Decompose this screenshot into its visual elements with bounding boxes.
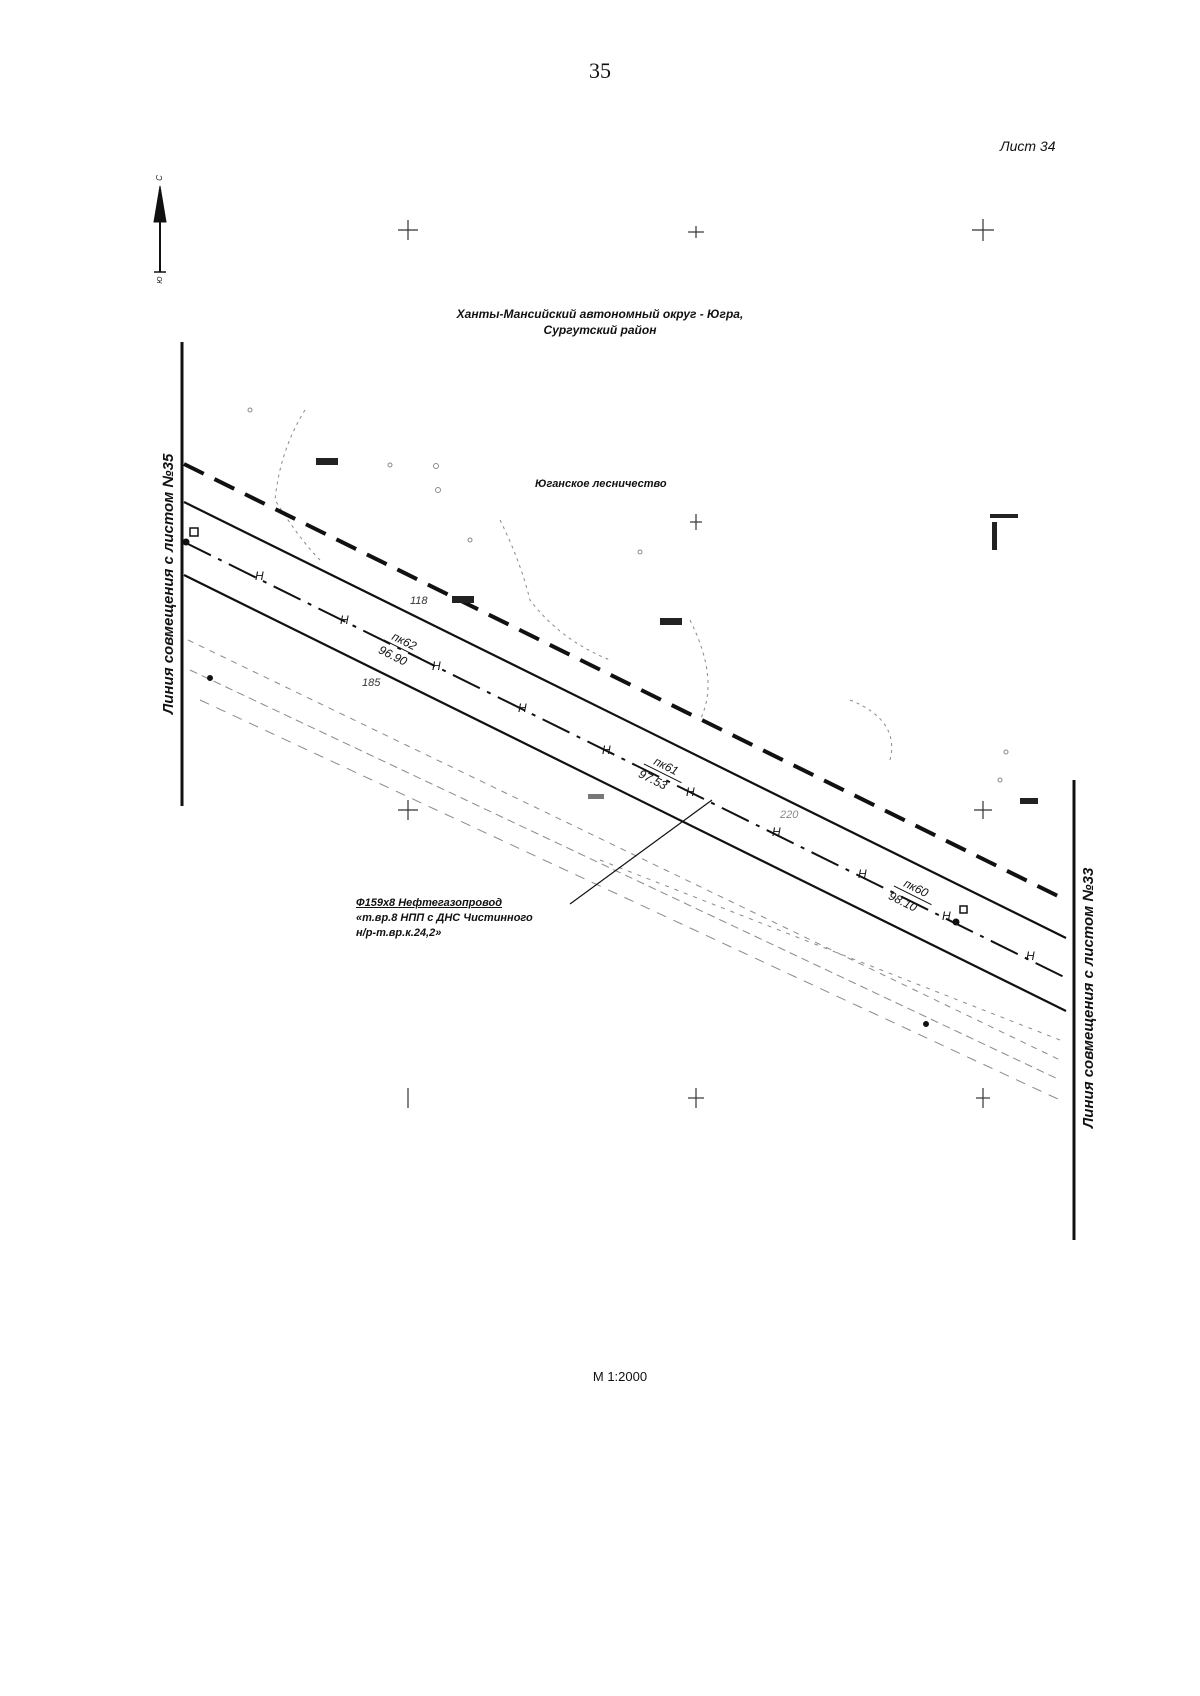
mark-118: 118: [410, 595, 428, 607]
map-symbol-icon: [316, 458, 338, 465]
region-line-1: Ханты-Мансийский автономный округ - Югра…: [456, 307, 744, 321]
axis-marker: Н: [432, 659, 441, 673]
mark-185: 185: [362, 677, 381, 689]
region-line-2: Сургутский район: [543, 323, 657, 337]
grid-crosses: [398, 219, 994, 1108]
corridor-boundary-upper: [183, 501, 1067, 939]
map-symbol-icon: [660, 618, 682, 625]
grid-cross-icon: [398, 800, 418, 820]
axis-marker: Н: [858, 867, 867, 881]
grid-cross-icon: [690, 514, 702, 530]
grid-cross-icon: [398, 220, 418, 240]
axis-marker: Н: [942, 909, 951, 923]
scale-label: М 1:2000: [592, 1369, 648, 1384]
pipeline-label: Ф159х8 Нефтегазопровод «т.вр.8 НПП с ДНС…: [356, 896, 533, 941]
forest-boundary: [499, 519, 611, 661]
forest-boundary: [274, 409, 321, 561]
axis-markers: Н Н Н Н Н Н Н Н Н Н: [255, 569, 1035, 963]
axis-marker: Н: [340, 613, 349, 627]
forestry-label: Юганское лесничество: [535, 478, 667, 490]
page-number: 35: [589, 58, 611, 83]
picket-60: пк60 98.10: [886, 876, 932, 915]
axis-marker: Н: [686, 785, 695, 799]
region-title: Ханты-Мансийский автономный округ - Югра…: [380, 306, 820, 338]
grid-cross-icon: [688, 1088, 704, 1108]
map-symbol-icon: [1020, 798, 1038, 804]
forest-boundary: [689, 619, 709, 721]
leader-line: [569, 799, 713, 905]
background-features: [187, 407, 1061, 1101]
pipeline-corridor: [183, 462, 1067, 1012]
axis-marker: Н: [518, 701, 527, 715]
grid-cross-icon: [976, 1088, 990, 1108]
grid-cross-icon: [974, 801, 992, 819]
picket-labels: пк62 96.90 пк61 97.53 пк60 98.10: [376, 629, 932, 915]
faint-line: [189, 669, 1061, 1081]
faint-line: [199, 699, 1061, 1101]
map-symbol-icon: [588, 794, 604, 799]
picket-62: пк62 96.90: [376, 629, 422, 669]
axis-marker: Н: [602, 743, 611, 757]
mark-220: 220: [779, 809, 799, 821]
survey-points: [182, 527, 968, 1027]
axis-marker: Н: [1026, 949, 1035, 963]
pipeline-axis: [183, 541, 1067, 979]
map-symbol-icon: [452, 596, 474, 603]
sheet-label: Лист 34: [1000, 138, 1056, 154]
pipeline-label-line-2: «т.вр.8 НПП с ДНС Чистинного: [356, 912, 533, 924]
elevation-marks: 118 185 220: [362, 595, 799, 821]
map-symbol-icon: [992, 522, 997, 550]
pipeline-label-line-3: н/р-т.вр.к.24,2»: [356, 927, 442, 939]
axis-marker: Н: [772, 825, 781, 839]
north-letter: С: [155, 175, 164, 181]
south-letter: Ю: [157, 276, 164, 283]
pipeline-label-line-1: Ф159х8 Нефтегазопровод: [356, 897, 502, 909]
faint-line: [599, 859, 1061, 1041]
grid-cross-icon: [688, 226, 704, 238]
forest-boundary: [849, 699, 893, 761]
faint-line: [187, 639, 1061, 1061]
north-arrow-icon: С Ю: [153, 175, 167, 284]
survey-point-icon: [952, 905, 968, 926]
map-symbol-icon: [990, 514, 1018, 518]
protection-zone-dashed: [183, 462, 1067, 902]
survey-point-icon: [182, 527, 199, 546]
grid-cross-icon: [972, 219, 994, 241]
map-symbols: [316, 458, 1038, 804]
picket-61: пк61 97.53: [636, 754, 682, 793]
corridor-boundary-lower: [183, 574, 1067, 1012]
axis-marker: Н: [255, 569, 264, 583]
